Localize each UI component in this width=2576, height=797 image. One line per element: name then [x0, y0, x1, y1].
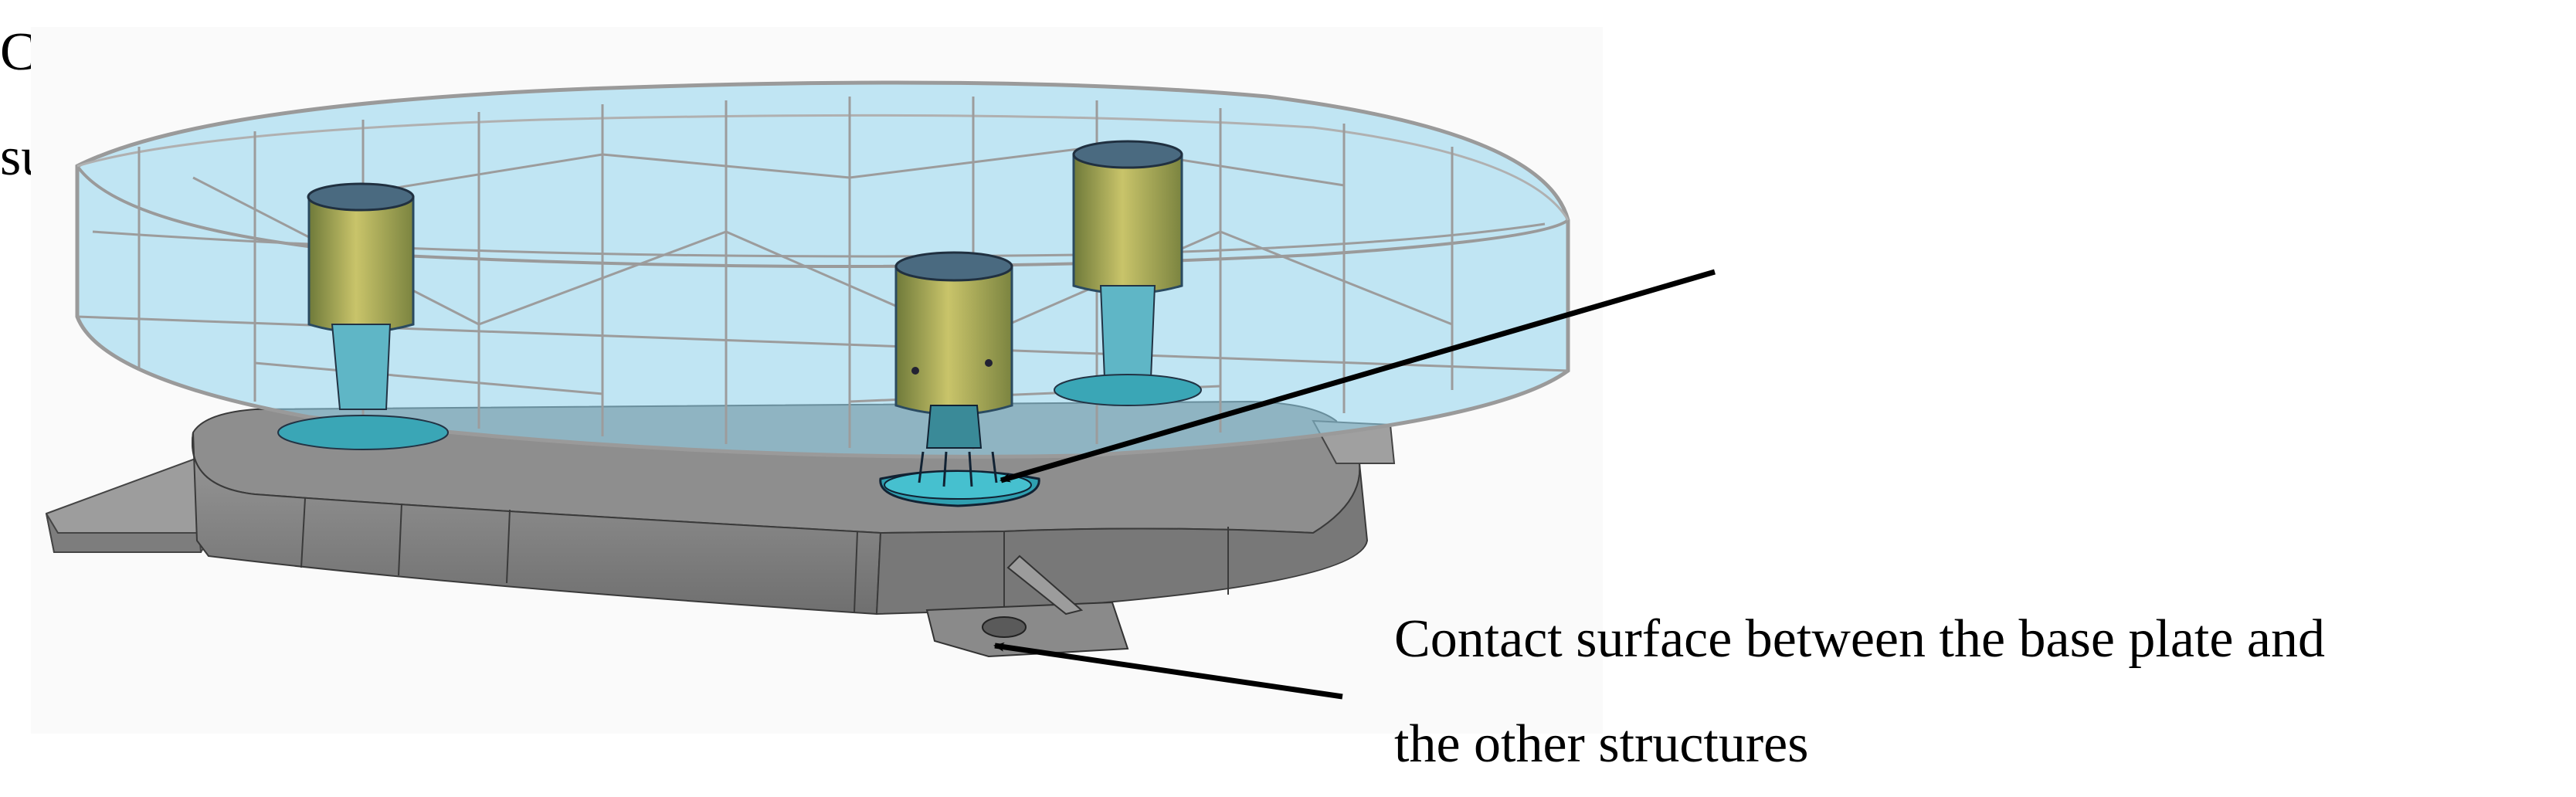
support-center	[879, 251, 1040, 507]
arrow-base-plate	[993, 642, 1343, 700]
support-right	[1054, 140, 1202, 406]
annotation-base-plate-line2: the other structures	[1394, 714, 1809, 774]
arrow-support-base	[1000, 269, 1716, 483]
annotation-base-plate: Contact surface between the base plate a…	[1394, 587, 2325, 797]
support-left	[277, 182, 449, 450]
transparent-shell	[75, 80, 1570, 459]
annotation-base-plate-line1: Contact surface between the base plate a…	[1394, 609, 2326, 669]
